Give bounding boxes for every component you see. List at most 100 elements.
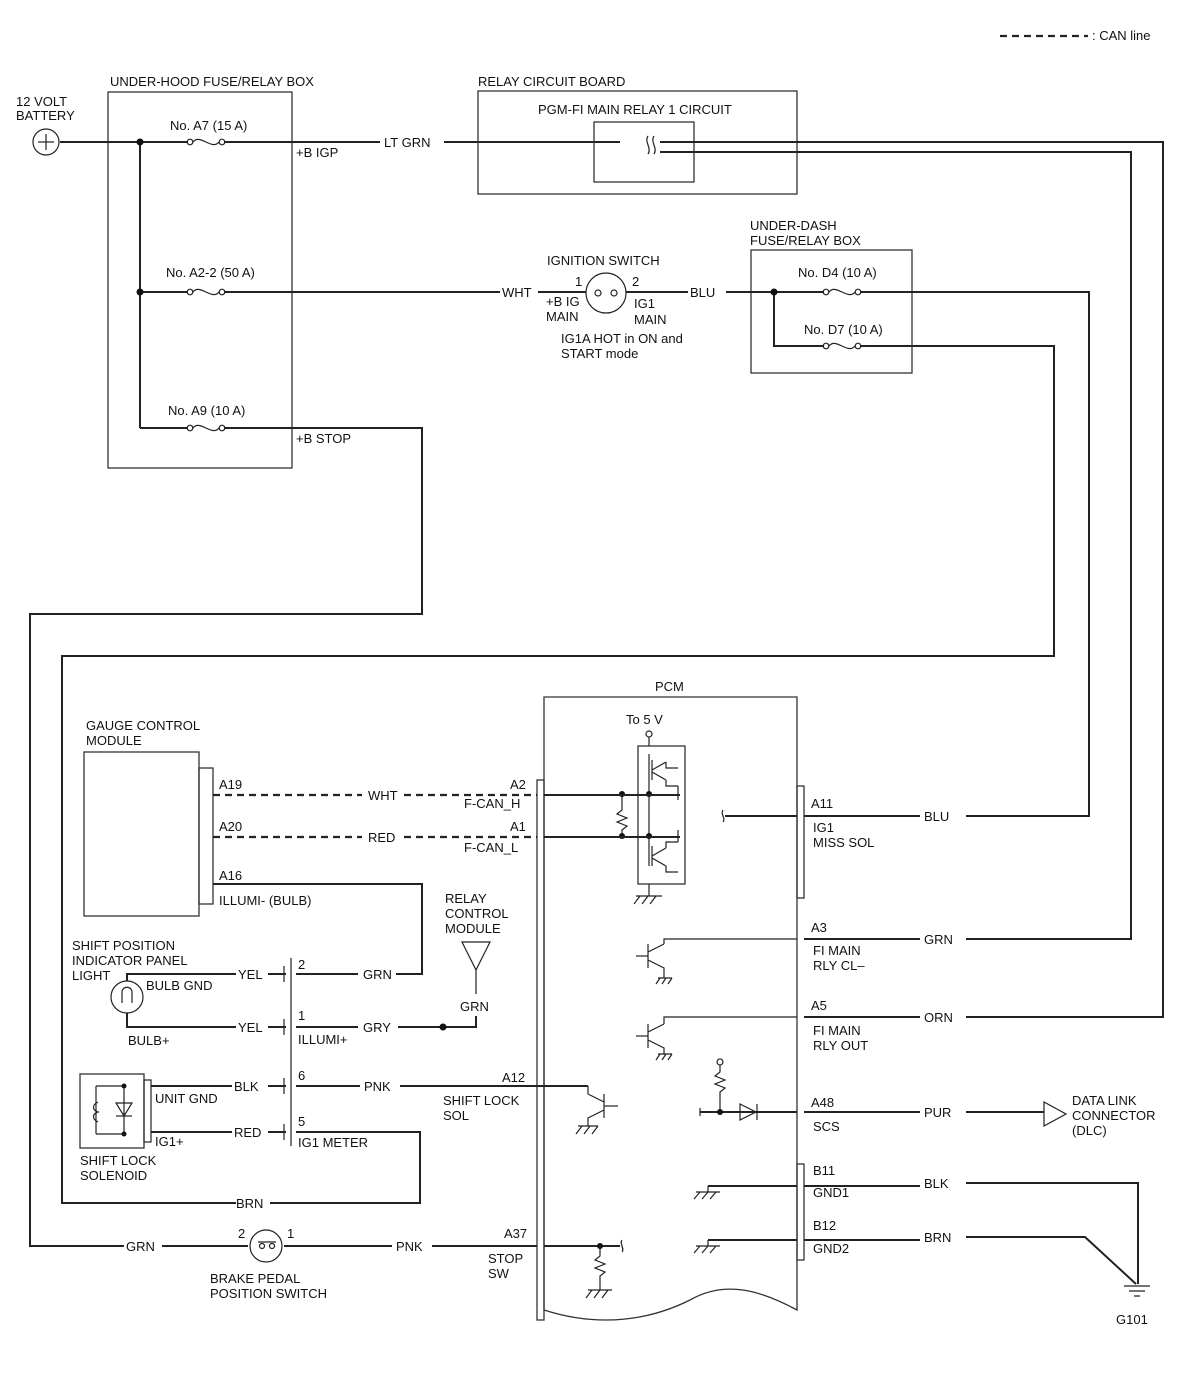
shift-lock-solenoid: UNIT GND IG1+ SHIFT LOCK SOLENOID: [79, 1073, 218, 1183]
pcm-ig1-miss-sol: IG1: [813, 820, 834, 835]
ignition-pin-1: 1: [575, 274, 582, 289]
wire-lt-grn-label: LT GRN: [384, 135, 430, 150]
wire-yel-bulb-plus-label: YEL: [238, 1020, 263, 1035]
pcm-f-can-l: F-CAN_L: [464, 840, 518, 855]
g101-label: G101: [1116, 1312, 1148, 1327]
pcm: PCM To 5 V: [443, 679, 874, 1321]
ignition-b-ig-label: +B IG: [546, 294, 580, 309]
fuse-d7-label: No. D7 (10 A): [804, 322, 883, 337]
shift-indicator-title: INDICATOR PANEL: [72, 953, 188, 968]
pcm-pin-a1: A1: [510, 819, 526, 834]
dlc-label: (DLC): [1072, 1123, 1107, 1138]
relay-board-title: RELAY CIRCUIT BOARD: [478, 74, 625, 89]
wire-grn-pin2-label: GRN: [363, 967, 392, 982]
dlc-label: DATA LINK: [1072, 1093, 1137, 1108]
ig1-plus-label: IG1+: [155, 1134, 184, 1149]
ignition-note: START mode: [561, 346, 638, 361]
connector-illumi-plus: ILLUMI+: [298, 1032, 348, 1047]
pcm-scs: SCS: [813, 1119, 840, 1134]
ignition-switch-title: IGNITION SWITCH: [547, 253, 660, 268]
relay-circuit-label: PGM-FI MAIN RELAY 1 CIRCUIT: [538, 102, 732, 117]
gauge-title: GAUGE CONTROL: [86, 718, 200, 733]
brake-switch-title: POSITION SWITCH: [210, 1286, 327, 1301]
fuse-d4-label: No. D4 (10 A): [798, 265, 877, 280]
ignition-switch: IGNITION SWITCH 1 2 +B IG MAIN IG1 MAIN …: [546, 253, 683, 361]
pcm-pin-b11: B11: [813, 1163, 835, 1178]
shift-lock-solenoid-title: SOLENOID: [80, 1168, 147, 1183]
wire-blu-ign-label: BLU: [690, 285, 715, 300]
pcm-shift-lock-sol: SHIFT LOCK: [443, 1093, 520, 1108]
fuse-a9: [186, 424, 226, 432]
bulb-plus-label: BULB+: [128, 1033, 170, 1048]
wire-wht-can-label: WHT: [368, 788, 398, 803]
wire-blk-pin6-label: BLK: [234, 1079, 259, 1094]
wire-orn-pcm-label: ORN: [924, 1010, 953, 1025]
wire-pnk-brake-label: PNK: [396, 1239, 423, 1254]
fuse-a7-label: No. A7 (15 A): [170, 118, 247, 133]
shift-indicator-title: SHIFT POSITION: [72, 938, 175, 953]
wire-pur-pcm-label: PUR: [924, 1105, 951, 1120]
connector-pin-6: 6: [298, 1068, 305, 1083]
pcm-fi-main-rly-cl: RLY CL–: [813, 958, 865, 973]
wire-blu-pcm-label: BLU: [924, 809, 949, 824]
pcm-fi-main-rly-out: FI MAIN: [813, 1023, 861, 1038]
bulb-gnd-label: BULB GND: [146, 978, 212, 993]
pcm-pin-b12: B12: [813, 1218, 836, 1233]
connector-pin-1: 1: [298, 1008, 305, 1023]
shift-indicator-title: LIGHT: [72, 968, 110, 983]
fuse-d4: [822, 288, 862, 296]
wire-grn-relay-label: GRN: [460, 999, 489, 1014]
unit-gnd-label: UNIT GND: [155, 1091, 218, 1106]
ignition-note: IG1A HOT in ON and: [561, 331, 683, 346]
pcm-shift-lock-sol: SOL: [443, 1108, 469, 1123]
gauge-pin-a16: A16: [219, 868, 242, 883]
battery-label: 12 VOLT: [16, 94, 67, 109]
connector-pin-2: 2: [298, 957, 305, 972]
brake-switch-title: BRAKE PEDAL: [210, 1271, 300, 1286]
pcm-to-5v: To 5 V: [626, 712, 663, 727]
ground-g101: G101: [1116, 1285, 1150, 1327]
wire-blk-pcm-label: BLK: [924, 1176, 949, 1191]
wire-gry-pin1-label: GRY: [363, 1020, 391, 1035]
intermediate-connector: 2 1 ILLUMI+ 6 5 IG1 METER: [283, 957, 368, 1150]
battery: 12 VOLT BATTERY: [16, 94, 75, 156]
under-dash-fuse-box: UNDER-DASH FUSE/RELAY BOX No. D4 (10 A) …: [750, 218, 913, 374]
wire-yel-bulb-gnd-label: YEL: [238, 967, 263, 982]
ignition-b-ig-label: MAIN: [546, 309, 579, 324]
wire-brn-return-label: BRN: [236, 1196, 263, 1211]
battery-label: BATTERY: [16, 108, 75, 123]
relay-circuit-board: RELAY CIRCUIT BOARD PGM-FI MAIN RELAY 1 …: [477, 74, 798, 195]
can-line-legend-label: : CAN line: [1092, 28, 1151, 43]
ignition-pin-2: 2: [632, 274, 639, 289]
fuse-a7: [186, 138, 226, 146]
pcm-pin-a5: A5: [811, 998, 827, 1013]
relay-control-title: MODULE: [445, 921, 501, 936]
data-link-connector: DATA LINK CONNECTOR (DLC): [1043, 1093, 1156, 1138]
pcm-pin-a12: A12: [502, 1070, 525, 1085]
relay-control-title: RELAY: [445, 891, 487, 906]
brake-switch-pin-1: 1: [287, 1226, 294, 1241]
under-hood-fuse-box: UNDER-HOOD FUSE/RELAY BOX No. A7 (15 A) …: [107, 74, 351, 469]
pcm-pin-a11: A11: [811, 796, 833, 811]
b-igp-label: +B IGP: [296, 145, 338, 160]
pcm-f-can-h: F-CAN_H: [464, 796, 520, 811]
brake-switch-pin-2: 2: [238, 1226, 245, 1241]
gauge-control-module: GAUGE CONTROL MODULE A19 A20 A16 ILLUMI-…: [83, 718, 311, 917]
pcm-pin-a3: A3: [811, 920, 827, 935]
gauge-illumi-bulb: ILLUMI- (BULB): [219, 893, 311, 908]
wire-wht-ign-label: WHT: [502, 285, 532, 300]
brake-pedal-position-switch: 2 1 BRAKE PEDAL POSITION SWITCH: [210, 1226, 327, 1301]
pcm-gnd2: GND2: [813, 1241, 849, 1256]
pcm-pin-a48: A48: [811, 1095, 834, 1110]
pcm-fi-main-rly-out: RLY OUT: [813, 1038, 868, 1053]
pcm-gnd1: GND1: [813, 1185, 849, 1200]
wire-grn-brake-label: GRN: [126, 1239, 155, 1254]
relay-control-title: CONTROL: [445, 906, 509, 921]
under-dash-box-title: UNDER-DASH: [750, 218, 837, 233]
shift-position-indicator-light: SHIFT POSITION INDICATOR PANEL LIGHT BUL…: [72, 938, 212, 1048]
pcm-fi-main-rly-cl: FI MAIN: [813, 943, 861, 958]
ignition-ig1-label: IG1: [634, 296, 655, 311]
pcm-pin-a37: A37: [504, 1226, 527, 1241]
fuse-a2-2-label: No. A2-2 (50 A): [166, 265, 255, 280]
wire-grn-pcm-label: GRN: [924, 932, 953, 947]
